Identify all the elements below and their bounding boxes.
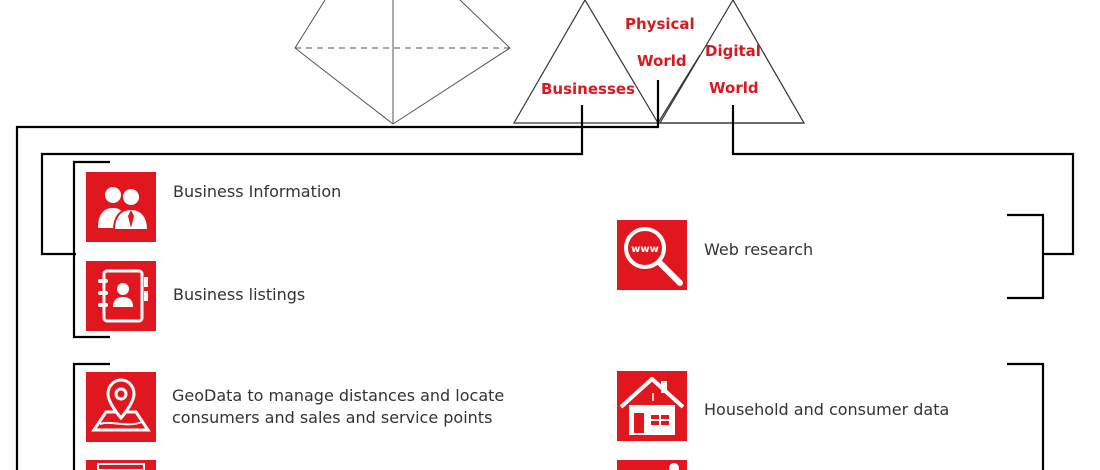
bracket-web-right	[1007, 213, 1045, 300]
brackets	[72, 160, 1045, 470]
geodata-label-line2: consumers and sales and service points	[172, 408, 493, 427]
household-consumer-label: Household and consumer data	[704, 400, 950, 419]
house-icon	[617, 371, 687, 441]
label-digital-world: World	[709, 79, 759, 97]
label-physical: Physical	[625, 15, 695, 33]
business-listings-label: Business listings	[173, 285, 306, 304]
people-icon	[86, 172, 156, 242]
pyramid-shape	[294, 0, 511, 125]
map-pin-icon	[86, 372, 156, 442]
partial-icon-left	[86, 460, 156, 470]
label-physical-world: World	[637, 52, 687, 70]
bracket-business-left	[72, 160, 110, 339]
business-information-label: Business Information	[173, 182, 342, 201]
geodata-label-line1: GeoData to manage distances and locate	[172, 386, 505, 405]
svg-text:www: www	[631, 244, 659, 255]
connector-lines	[15, 80, 1075, 470]
left-triangle	[512, 0, 660, 124]
bracket-geo-left	[72, 362, 110, 470]
triangle-group	[512, 0, 806, 124]
address-book-icon	[86, 261, 156, 331]
label-digital: Digital	[705, 42, 761, 60]
www-magnifier-icon: www	[617, 220, 687, 290]
web-research-label: Web research	[704, 240, 814, 259]
bracket-household-right	[1007, 362, 1045, 470]
label-businesses: Businesses	[541, 80, 635, 98]
partial-icon-right	[617, 460, 687, 470]
